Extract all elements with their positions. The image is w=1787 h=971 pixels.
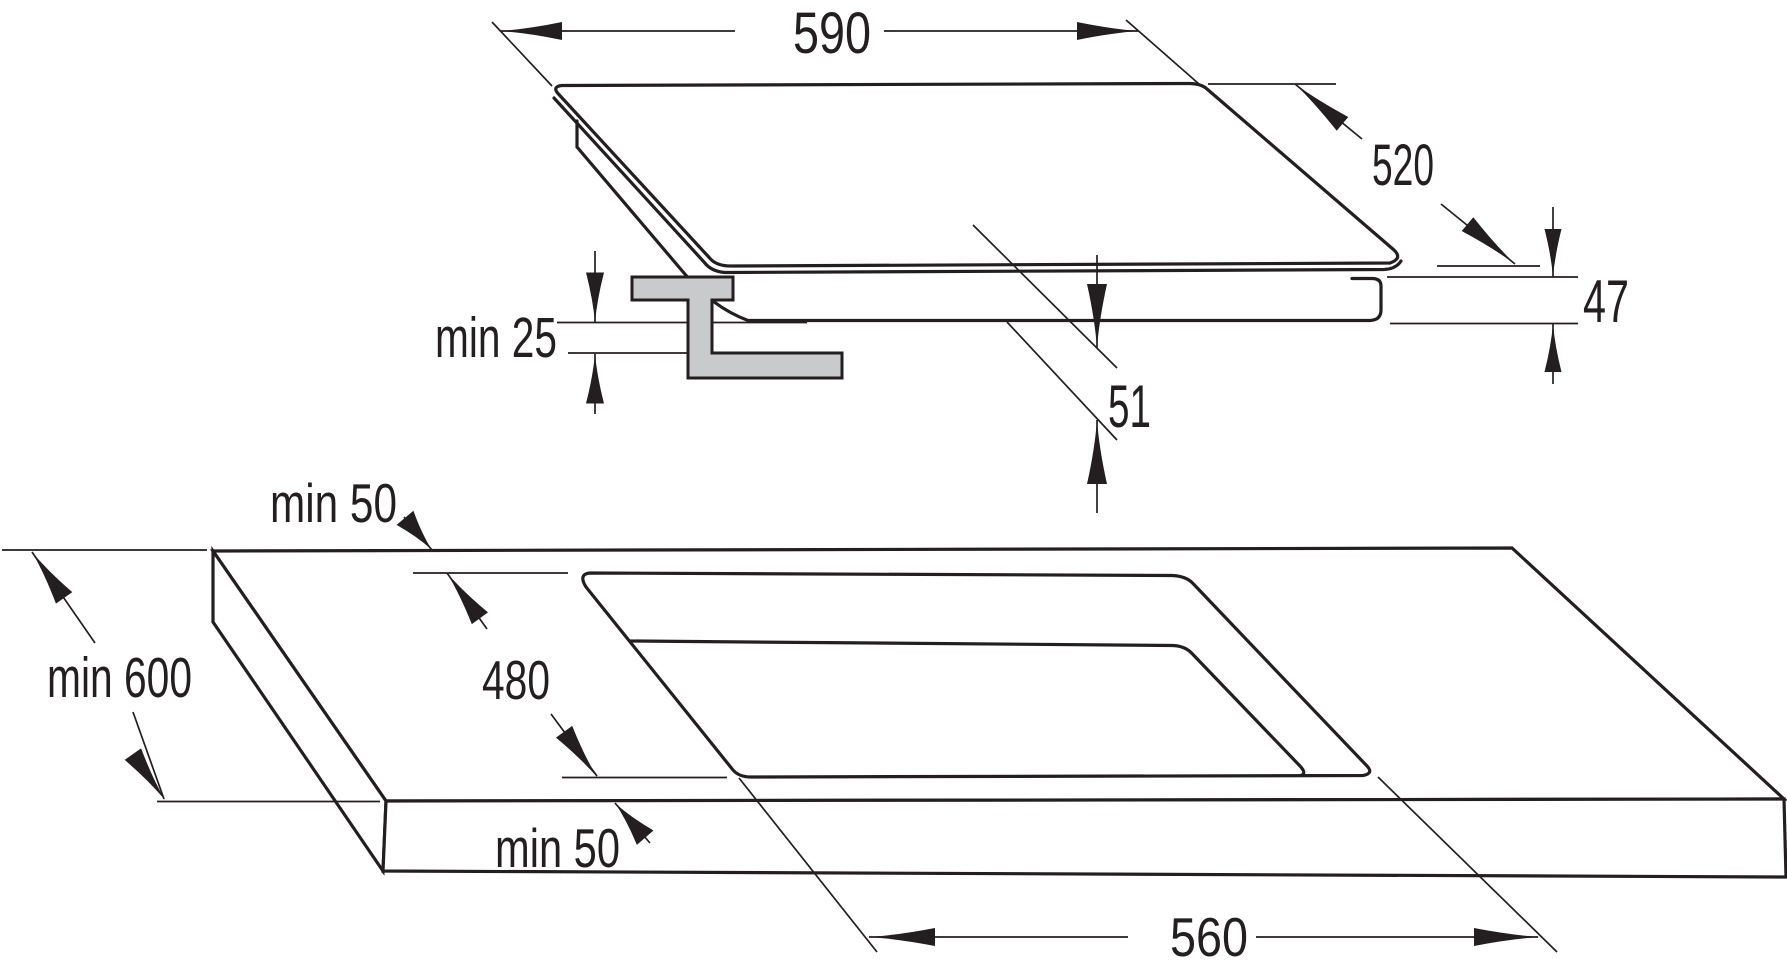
arrowhead-icon: [555, 725, 597, 777]
hob-depth-label: 520: [1372, 133, 1434, 198]
worktop-front-face: [381, 797, 1787, 879]
hob-height-label: 47: [1583, 268, 1629, 335]
mounting-bracket: [630, 275, 844, 380]
worktop-depth-label: min 600: [47, 646, 192, 710]
dim-47: [1387, 207, 1578, 384]
arrowhead-icon: [586, 272, 604, 323]
dimension-lines: [2, 19, 1578, 953]
arrowhead-icon: [615, 803, 654, 845]
hob-total-depth-label: 51: [1108, 373, 1151, 440]
dim-520: [1208, 83, 1540, 267]
arrowhead-icon: [500, 22, 562, 40]
arrowhead-icon: [1461, 217, 1515, 264]
arrowhead-icon: [1087, 420, 1107, 484]
arrowhead-icon: [447, 573, 489, 625]
dim-560: [738, 776, 1558, 953]
cutout-opening-outline: [581, 571, 1372, 779]
hob-width-label: 590: [793, 1, 871, 66]
arrowhead-icon: [586, 353, 604, 404]
arrowhead-icon: [1474, 928, 1540, 946]
arrowhead-icon: [1544, 324, 1562, 372]
arrowhead-icon: [1077, 22, 1139, 40]
bracket-clearance-label: min 25: [435, 306, 557, 370]
dim-480: [413, 572, 727, 779]
dim-min50-top: [396, 510, 433, 551]
worktop-view: [209, 545, 1787, 879]
arrowhead-icon: [32, 552, 73, 604]
side-clearance-label: min 50: [270, 472, 397, 534]
arrowhead-icon: [396, 510, 432, 550]
dimension-labels: 590 520 47 51 min 25 min 50 min 600 480 …: [47, 1, 1629, 968]
arrowhead-icon: [869, 928, 935, 946]
dim-min600: [2, 549, 380, 803]
front-clearance-label: min 50: [495, 817, 620, 879]
hob-view: [552, 81, 1403, 323]
cutout-depth-label: 480: [482, 649, 550, 711]
dim-51: [972, 224, 1118, 513]
arrowhead-icon: [1295, 84, 1349, 131]
dim-590: [491, 19, 1200, 87]
cutout-width-label: 560: [1170, 906, 1248, 968]
dim-min25: [557, 251, 807, 414]
hob-glass-outline: [554, 81, 1400, 268]
arrowhead-icon: [1544, 229, 1562, 277]
cutout-inner-edge: [629, 639, 1306, 778]
hob-glass-thickness-line: [552, 96, 1403, 275]
dim-min50-bottom: [614, 802, 654, 845]
arrowhead-icon: [124, 748, 165, 800]
arrowhead-icon: [1087, 284, 1107, 348]
